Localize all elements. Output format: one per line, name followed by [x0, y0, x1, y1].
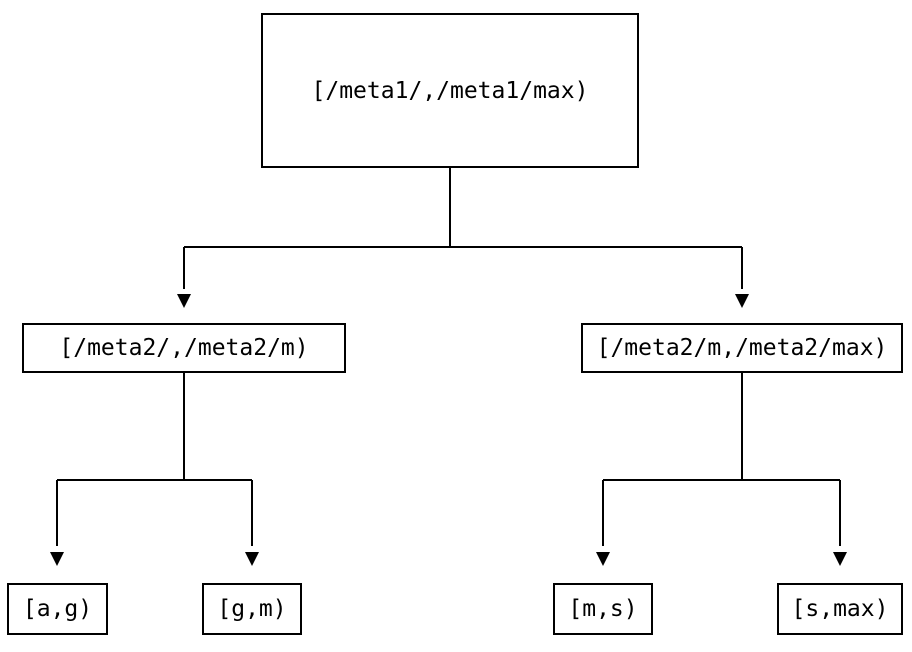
- node-label: [g,m): [217, 596, 287, 622]
- node-label: [/meta1/,/meta1/max): [311, 77, 589, 104]
- node-label: [m,s): [568, 596, 638, 622]
- node-label: [s,max): [791, 596, 889, 622]
- node-root-meta1-range: [/meta1/,/meta1/max): [261, 13, 639, 168]
- node-leaf-s-max: [s,max): [777, 583, 903, 635]
- arrowhead-down-icon: [245, 552, 259, 566]
- node-label: [a,g): [22, 596, 93, 622]
- arrowhead-down-icon: [596, 552, 610, 566]
- arrowhead-down-icon: [50, 552, 64, 566]
- node-meta2-high-range: [/meta2/m,/meta2/max): [581, 323, 903, 373]
- node-meta2-low-range: [/meta2/,/meta2/m): [22, 323, 346, 373]
- node-leaf-m-s: [m,s): [553, 583, 653, 635]
- arrowhead-down-icon: [833, 552, 847, 566]
- node-label: [/meta2/m,/meta2/max): [596, 335, 888, 361]
- node-label: [/meta2/,/meta2/m): [59, 335, 309, 361]
- node-leaf-g-m: [g,m): [202, 583, 302, 635]
- arrowhead-down-icon: [177, 294, 191, 308]
- arrowhead-down-icon: [735, 294, 749, 308]
- node-leaf-a-g: [a,g): [7, 583, 108, 635]
